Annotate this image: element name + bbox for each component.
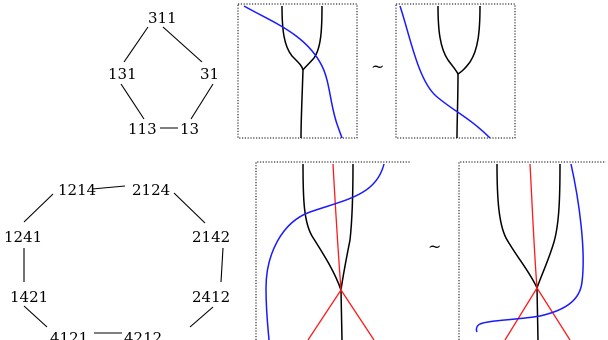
octagon-edge xyxy=(220,247,224,283)
black-strand xyxy=(536,287,539,340)
strand-diagram-bottom-left xyxy=(255,161,411,340)
black-strand xyxy=(536,163,561,289)
pentagon-vertex-label: 31 xyxy=(200,65,219,83)
black-strand xyxy=(457,5,481,75)
blue-strand xyxy=(475,163,584,333)
red-strand xyxy=(529,163,538,289)
octagon-graph: 1214 2124 1241 2142 1421 2412 4121 4212 xyxy=(4,181,230,340)
pentagon-edge xyxy=(123,26,149,63)
black-strand xyxy=(302,163,342,291)
octagon-edge xyxy=(173,192,206,224)
black-strand xyxy=(340,163,354,291)
strand-diagram-bottom-right xyxy=(458,161,606,340)
blue-strand xyxy=(243,5,343,139)
diagram-frame xyxy=(255,161,411,340)
strand-diagram-top-left xyxy=(237,3,358,139)
pentagon-graph: 311 131 31 113 13 xyxy=(108,9,219,138)
pentagon-vertex-label: 113 xyxy=(128,120,157,138)
octagon-vertex-label: 2412 xyxy=(192,288,230,306)
octagon-vertex-label: 2142 xyxy=(192,228,230,246)
red-strand xyxy=(332,163,342,291)
pentagon-vertex-label: 13 xyxy=(180,120,199,138)
octagon-vertex-label: 1421 xyxy=(10,288,48,306)
octagon-vertex-label: 4121 xyxy=(50,329,88,340)
black-strand xyxy=(340,289,343,340)
black-strand xyxy=(437,5,459,75)
diagram-frame xyxy=(237,3,358,139)
octagon-edge xyxy=(189,306,214,328)
octagon-edge xyxy=(91,185,126,190)
blue-strand xyxy=(265,163,385,340)
pentagon-edge xyxy=(162,26,203,63)
red-strand xyxy=(504,287,538,340)
equivalence-symbol: ~ xyxy=(371,57,384,76)
equivalence-symbol: ~ xyxy=(428,237,441,256)
octagon-vertex-label: 2124 xyxy=(132,181,170,199)
pentagon-edge xyxy=(120,83,145,120)
octagon-vertex-label: 1214 xyxy=(58,181,96,199)
red-strand xyxy=(340,289,375,340)
octagon-edge xyxy=(23,305,48,328)
octagon-vertex-label: 1241 xyxy=(4,228,42,246)
blue-strand xyxy=(399,5,491,139)
black-strand xyxy=(302,5,323,71)
red-strand xyxy=(307,289,342,340)
pentagon-edge xyxy=(190,83,214,120)
strand-diagram-top-right xyxy=(395,3,516,139)
black-strand xyxy=(496,163,538,289)
pentagon-vertex-label: 131 xyxy=(108,65,137,83)
pentagon-vertex-label: 311 xyxy=(148,9,177,27)
black-strand xyxy=(281,5,304,71)
octagon-vertex-label: 4212 xyxy=(124,329,162,340)
octagon-edge xyxy=(23,193,54,223)
black-strand xyxy=(456,73,459,139)
diagram-frame xyxy=(395,3,516,139)
diagram-frame xyxy=(458,161,606,340)
red-strand xyxy=(536,287,571,340)
black-strand xyxy=(300,69,304,139)
